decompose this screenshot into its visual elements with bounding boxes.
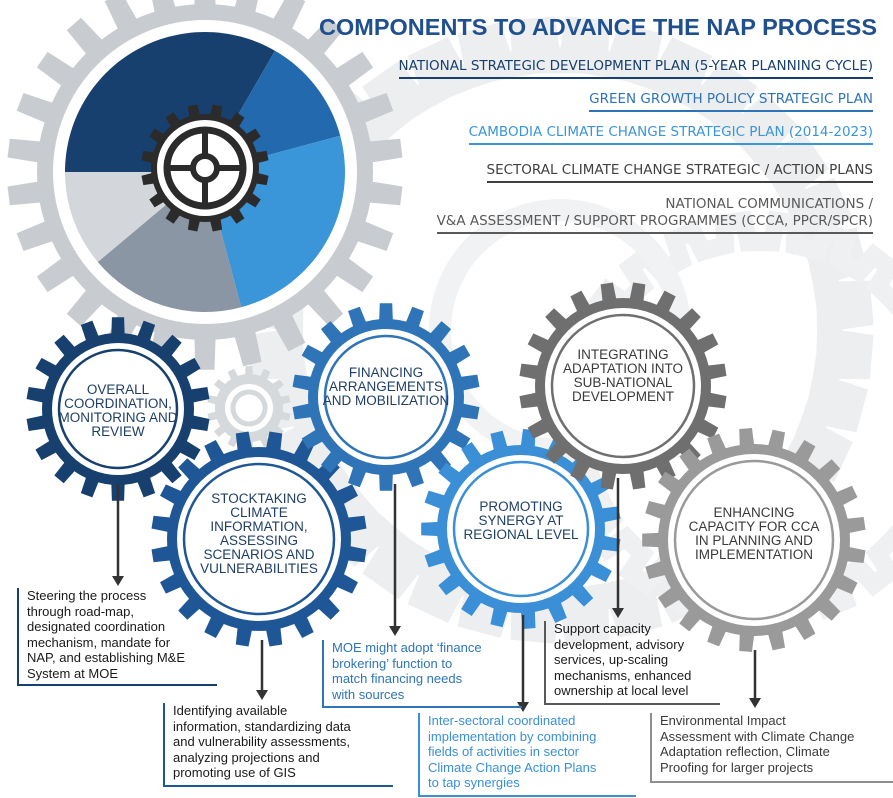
plan-item-2-text: GREEN GROWTH POLICY STRATEGIC PLAN xyxy=(589,91,873,107)
gear-label-6: ENHANCING CAPACITY FOR CCA IN PLANNING A… xyxy=(688,505,820,562)
component-gear-1-rim xyxy=(57,348,179,470)
plan-item-2: GREEN GROWTH POLICY STRATEGIC PLAN xyxy=(589,91,873,112)
component-gear-3-face xyxy=(318,329,454,465)
component-gear-5-face xyxy=(545,308,701,464)
gear-label-3: FINANCING ARRANGEMENTS AND MOBILIZATION xyxy=(322,365,450,408)
center-gear-face xyxy=(157,120,253,216)
component-gear-1-face xyxy=(52,343,184,475)
component-gear-4-face xyxy=(447,455,595,603)
small-gear-ring xyxy=(230,389,268,427)
plan-item-1-text: NATIONAL STRATEGIC DEVELOPMENT PLAN (5-Y… xyxy=(398,58,873,74)
note-text-3: MOE might adopt ‘finance brokering’ func… xyxy=(332,640,482,702)
component-gear-2-rim xyxy=(182,462,336,616)
note-box-1: Steering the process through road-map, d… xyxy=(17,588,217,686)
plan-item-5-line2: V&A ASSESSMENT / SUPPORT PROGRAMMES (CCC… xyxy=(436,213,873,229)
plan-item-5: NATIONAL COMMUNICATIONS /V&A ASSESSMENT … xyxy=(436,196,873,234)
arrow-head-6-icon xyxy=(749,698,761,708)
center-gear-ring xyxy=(163,126,247,210)
note-box-3: MOE might adopt ‘finance brokering’ func… xyxy=(322,640,522,708)
gear-label-1: OVERALL COORDINATION, MONITORING AND REV… xyxy=(58,382,178,439)
component-gear-4-rim xyxy=(452,460,590,598)
plan-item-3-text: CAMBODIA CLIMATE CHANGE STRATEGIC PLAN (… xyxy=(468,124,873,140)
component-gear-3-rim xyxy=(323,334,449,460)
gear-label-2: STOCKTAKING CLIMATE INFORMATION, ASSESSI… xyxy=(200,491,318,576)
arrow-head-5-icon xyxy=(612,608,624,618)
note-text-2: Identifying available information, stand… xyxy=(173,703,351,780)
component-gear-6-face xyxy=(668,454,840,626)
plan-item-4-text: SECTORAL CLIMATE CHANGE STRATEGIC / ACTI… xyxy=(486,162,873,178)
note-box-4: Inter-sectoral coordinated implementatio… xyxy=(418,713,636,797)
component-gear-5-rim xyxy=(550,313,696,459)
note-box-6: Environmental Impact Assessment with Cli… xyxy=(650,713,893,783)
arrow-head-3-icon xyxy=(389,626,401,636)
arrow-head-1-icon xyxy=(112,576,124,586)
note-text-6: Environmental Impact Assessment with Cli… xyxy=(660,713,855,775)
plan-item-4: SECTORAL CLIMATE CHANGE STRATEGIC / ACTI… xyxy=(486,162,873,183)
note-text-4: Inter-sectoral coordinated implementatio… xyxy=(428,713,597,790)
component-gear-6-rim xyxy=(673,459,835,621)
arrow-head-4-icon xyxy=(517,702,529,712)
plan-item-1: NATIONAL STRATEGIC DEVELOPMENT PLAN (5-Y… xyxy=(398,58,873,79)
note-text-1: Steering the process through road-map, d… xyxy=(27,588,186,681)
note-box-2: Identifying available information, stand… xyxy=(163,703,393,787)
arrow-head-2-icon xyxy=(256,690,268,700)
plan-item-5-line1: NATIONAL COMMUNICATIONS / xyxy=(665,196,873,212)
plan-item-3: CAMBODIA CLIMATE CHANGE STRATEGIC PLAN (… xyxy=(468,124,873,145)
note-text-5: Support capacity development, advisory s… xyxy=(554,621,692,698)
gear-label-4: PROMOTING SYNERGY AT REGIONAL LEVEL xyxy=(463,499,579,542)
diagram-title: COMPONENTS TO ADVANCE THE NAP PROCESS xyxy=(319,14,877,40)
component-gear-2-face xyxy=(177,457,341,621)
gear-label-5: INTEGRATING ADAPTATION INTO SUB-NATIONAL… xyxy=(562,347,683,404)
note-box-5: Support capacity development, advisory s… xyxy=(544,621,720,705)
